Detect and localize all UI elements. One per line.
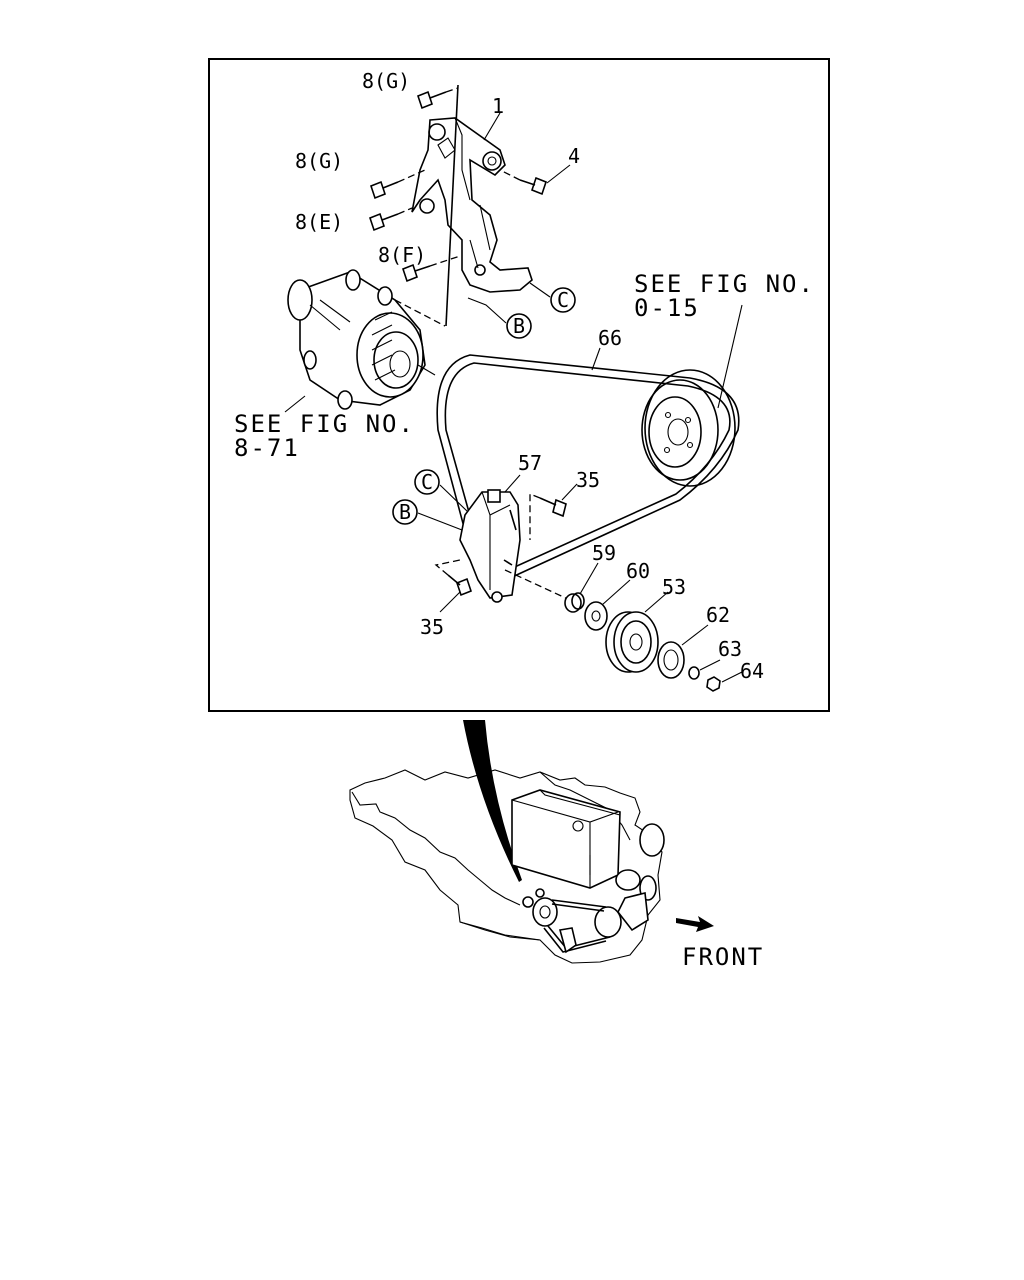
label-59: 59 — [592, 541, 616, 565]
label-66: 66 — [598, 326, 622, 350]
callout-pointer — [463, 720, 522, 882]
front-label: FRONT — [682, 943, 764, 971]
label-b-lower: B — [399, 500, 411, 524]
front-arrow-icon — [676, 916, 714, 932]
label-63: 63 — [718, 637, 742, 661]
tensioner-bracket — [459, 489, 521, 603]
washer-60 — [584, 601, 608, 631]
label-c-upper: C — [557, 288, 569, 312]
detail-frame — [208, 58, 830, 712]
label-53: 53 — [662, 575, 686, 599]
washer-63 — [688, 666, 700, 680]
label-57: 57 — [518, 451, 542, 475]
label-35-upper: 35 — [576, 468, 600, 492]
bolt-8f — [402, 255, 461, 283]
drive-belt — [436, 354, 740, 583]
label-8g-mid: 8(G) — [295, 149, 343, 173]
spacer-59 — [564, 592, 585, 613]
washer-62 — [657, 641, 685, 679]
bolt-4 — [499, 169, 547, 196]
idler-pulley-53 — [605, 611, 659, 673]
label-4: 4 — [568, 144, 580, 168]
alternator — [287, 269, 446, 410]
label-8e: 8(E) — [295, 210, 343, 234]
label-1: 1 — [492, 94, 504, 118]
label-35-lower: 35 — [420, 615, 444, 639]
ref-fig-8-71-line2: 8-71 — [234, 434, 300, 462]
ref-circle-b-upper — [506, 313, 532, 339]
label-8f: 8(F) — [378, 243, 426, 267]
label-60: 60 — [626, 559, 650, 583]
engine-overview — [349, 769, 665, 964]
upper-bracket — [411, 84, 533, 327]
label-8g-top: 8(G) — [362, 69, 410, 93]
bolt-8g-top — [417, 87, 459, 110]
label-64: 64 — [740, 659, 764, 683]
ref-circle-c-lower — [414, 469, 440, 495]
bolt-35-lower — [434, 559, 472, 597]
ref-circle-b-lower — [392, 499, 418, 525]
nut-64 — [706, 676, 721, 692]
label-b-upper: B — [513, 314, 525, 338]
label-62: 62 — [706, 603, 730, 627]
ref-fig-0-15-line1: SEE FIG NO. — [634, 270, 815, 298]
ref-circle-c-upper — [550, 287, 576, 313]
ref-fig-8-71-line1: SEE FIG NO. — [234, 410, 415, 438]
leader-lines — [284, 112, 743, 683]
bolt-35-upper — [529, 493, 567, 540]
crank-pulley — [641, 369, 736, 487]
bolt-8g-mid — [370, 169, 426, 200]
bolt-8e — [369, 207, 413, 232]
label-c-lower: C — [421, 470, 433, 494]
ref-fig-0-15-line2: 0-15 — [634, 294, 700, 322]
